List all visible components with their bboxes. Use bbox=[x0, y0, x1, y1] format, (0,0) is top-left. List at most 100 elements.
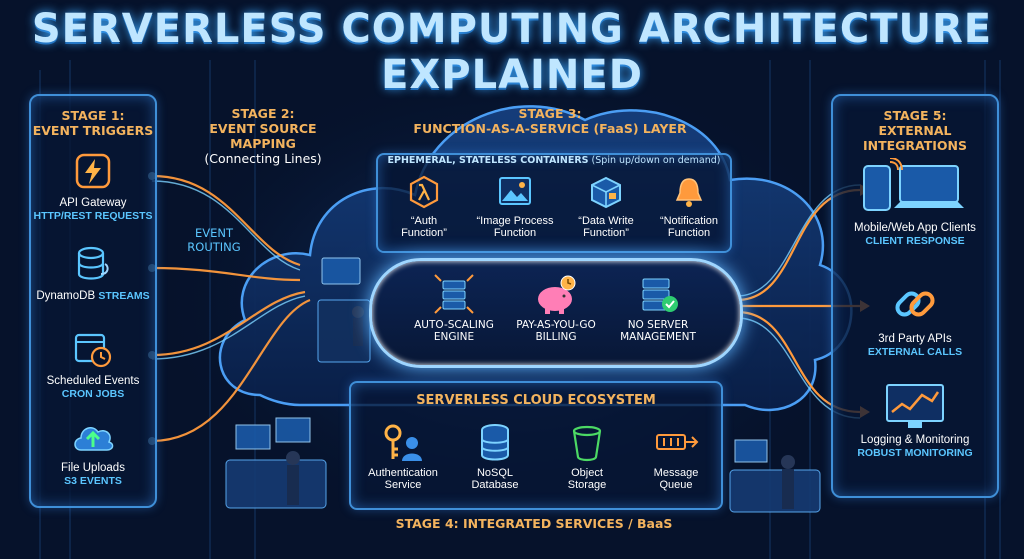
function-label-line1: “Auth bbox=[410, 215, 438, 227]
stage5-heading-line1: STAGE 5: bbox=[883, 108, 947, 123]
integration-mobile-web[interactable]: Mobile/Web App Clients CLIENT RESPONSE bbox=[833, 158, 997, 248]
service-line1: NoSQL bbox=[476, 467, 514, 479]
service-line1: Message bbox=[653, 467, 699, 479]
stage3-heading-line2: FUNCTION-AS-A-SERVICE (FaaS) LAYER bbox=[413, 121, 687, 136]
trigger-dynamodb[interactable]: DynamoDB STREAMS bbox=[31, 244, 155, 303]
stage3-heading-line1: STAGE 3: bbox=[518, 106, 582, 121]
bucket-icon bbox=[572, 425, 602, 462]
integration-sub: ROBUST MONITORING bbox=[857, 447, 973, 459]
function-label-line2: Function bbox=[667, 227, 711, 239]
devices-icon bbox=[863, 158, 964, 211]
function-label-line1: “Notification bbox=[659, 215, 719, 227]
service-line2: Database bbox=[471, 479, 519, 491]
integration-label: 3rd Party APIs bbox=[878, 333, 952, 345]
routing-line1: EVENT bbox=[194, 226, 234, 240]
stage4-footer: STAGE 4: INTEGRATED SERVICES / BaaS bbox=[395, 516, 673, 531]
containers-note-small: (Spin up/down on demand) bbox=[591, 155, 721, 166]
function-notification[interactable]: “Notification Function bbox=[650, 175, 728, 239]
trigger-file-uploads[interactable]: File Uploads S3 EVENTS bbox=[31, 418, 155, 488]
bell-icon bbox=[675, 178, 703, 207]
stage5-panel: STAGE 5: EXTERNAL INTEGRATIONS Mobile/We… bbox=[831, 94, 999, 498]
function-image-process[interactable]: “Image Process Function bbox=[470, 175, 560, 239]
stage5-heading: STAGE 5: EXTERNAL INTEGRATIONS bbox=[833, 108, 997, 153]
piggy-bank-icon bbox=[538, 275, 576, 314]
function-auth[interactable]: “Auth Function” bbox=[384, 175, 464, 239]
trigger-api-gateway[interactable]: API Gateway HTTP/REST REQUESTS bbox=[31, 151, 155, 223]
stage4-heading: SERVERLESS CLOUD ECOSYSTEM bbox=[416, 393, 656, 408]
trigger-label-main: DynamoDB bbox=[36, 290, 96, 302]
feature-line2: BILLING bbox=[535, 331, 577, 343]
key-user-icon bbox=[384, 424, 422, 461]
service-line2: Storage bbox=[567, 479, 607, 491]
feature-line1: PAY-AS-YOU-GO bbox=[516, 319, 596, 331]
workstation-illustration bbox=[225, 257, 821, 513]
trigger-sub: STREAMS bbox=[98, 290, 150, 302]
stage2-heading-line3: (Connecting Lines) bbox=[204, 151, 322, 166]
lightning-icon bbox=[75, 153, 111, 189]
service-message-queue[interactable]: Message Queue bbox=[635, 423, 717, 491]
stage1-heading: STAGE 1: EVENT TRIGGERS bbox=[31, 108, 155, 138]
faas-features-pill: AUTO-SCALING ENGINE PAY-AS-YOU-GO BILLIN… bbox=[369, 258, 743, 368]
trigger-sub: S3 EVENTS bbox=[64, 475, 122, 487]
box-icon bbox=[591, 176, 621, 209]
function-label-line1: “Image Process bbox=[476, 215, 554, 227]
trigger-label: DynamoDB STREAMS bbox=[31, 290, 155, 303]
stage1-heading-line2: EVENT TRIGGERS bbox=[32, 123, 154, 138]
function-label-line2: Function bbox=[493, 227, 537, 239]
integration-sub: CLIENT RESPONSE bbox=[865, 235, 965, 247]
feature-auto-scaling[interactable]: AUTO-SCALING ENGINE bbox=[404, 271, 504, 343]
feature-line1: NO SERVER bbox=[627, 319, 689, 331]
function-data-write[interactable]: “Data Write Function” bbox=[566, 175, 646, 239]
trigger-sub: HTTP/REST REQUESTS bbox=[33, 210, 153, 222]
service-line2: Service bbox=[384, 479, 422, 491]
feature-line2: MANAGEMENT bbox=[620, 331, 696, 343]
database-icon bbox=[77, 246, 109, 280]
routing-line2: ROUTING bbox=[187, 240, 241, 254]
event-routing-label: EVENT ROUTING bbox=[186, 226, 242, 254]
trigger-label: File Uploads bbox=[61, 462, 125, 474]
service-object-storage[interactable]: Object Storage bbox=[547, 423, 627, 491]
service-line1: Object bbox=[571, 467, 603, 479]
containers-note: EPHEMERAL, STATELESS CONTAINERS (Spin up… bbox=[378, 154, 730, 168]
trigger-label: Scheduled Events bbox=[46, 375, 140, 387]
integration-label: Mobile/Web App Clients bbox=[854, 222, 976, 234]
feature-label: AUTO-SCALING ENGINE bbox=[404, 319, 504, 343]
stage2-heading-line2: EVENT SOURCE MAPPING bbox=[209, 121, 317, 151]
stage4-panel: SERVERLESS CLOUD ECOSYSTEM Authenticatio… bbox=[349, 381, 723, 510]
server-check-icon bbox=[642, 278, 678, 312]
containers-note-main: EPHEMERAL, STATELESS CONTAINERS bbox=[387, 155, 589, 166]
stage2-heading: STAGE 2: EVENT SOURCE MAPPING (Connectin… bbox=[183, 106, 343, 166]
trigger-scheduled-events[interactable]: Scheduled Events CRON JOBS bbox=[31, 328, 155, 401]
stage1-heading-line1: STAGE 1: bbox=[61, 108, 125, 123]
trigger-sub: CRON JOBS bbox=[61, 388, 125, 400]
integration-sub: EXTERNAL CALLS bbox=[867, 346, 963, 358]
feature-pay-as-you-go[interactable]: PAY-AS-YOU-GO BILLING bbox=[506, 271, 606, 343]
trigger-label: API Gateway bbox=[59, 197, 127, 209]
feature-no-server-management[interactable]: NO SERVER MANAGEMENT bbox=[608, 271, 708, 343]
calendar-clock-icon bbox=[74, 333, 112, 368]
chain-link-icon bbox=[895, 291, 935, 317]
event-routing-lines bbox=[151, 174, 375, 443]
server-rack-icon bbox=[434, 274, 474, 314]
database-icon bbox=[481, 424, 509, 461]
function-label-line2: Function” bbox=[401, 227, 447, 239]
function-label-line1: “Data Write bbox=[578, 215, 634, 227]
feature-line2: ENGINE bbox=[433, 331, 475, 343]
image-icon bbox=[499, 177, 531, 205]
service-nosql-database[interactable]: NoSQL Database bbox=[455, 423, 535, 491]
feature-label: NO SERVER MANAGEMENT bbox=[608, 319, 708, 343]
service-line1: Authentication bbox=[368, 467, 438, 479]
faas-functions-panel: EPHEMERAL, STATELESS CONTAINERS (Spin up… bbox=[376, 153, 732, 253]
integration-logging-monitoring[interactable]: Logging & Monitoring ROBUST MONITORING bbox=[833, 382, 997, 460]
stage1-panel: STAGE 1: EVENT TRIGGERS API Gateway HTTP… bbox=[29, 94, 157, 508]
stage5-heading-line2: EXTERNAL INTEGRATIONS bbox=[862, 123, 968, 153]
integration-third-party-apis[interactable]: 3rd Party APIs EXTERNAL CALLS bbox=[833, 279, 997, 359]
monitor-chart-icon bbox=[886, 384, 944, 428]
integration-label: Logging & Monitoring bbox=[860, 434, 970, 446]
feature-line1: AUTO-SCALING bbox=[414, 319, 494, 331]
service-authentication[interactable]: Authentication Service bbox=[359, 423, 447, 491]
function-label-line2: Function” bbox=[583, 227, 629, 239]
stage3-heading: STAGE 3: FUNCTION-AS-A-SERVICE (FaaS) LA… bbox=[380, 106, 720, 136]
feature-label: PAY-AS-YOU-GO BILLING bbox=[506, 319, 606, 343]
page-title: SERVERLESS COMPUTING ARCHITECTURE EXPLAI… bbox=[31, 6, 993, 98]
